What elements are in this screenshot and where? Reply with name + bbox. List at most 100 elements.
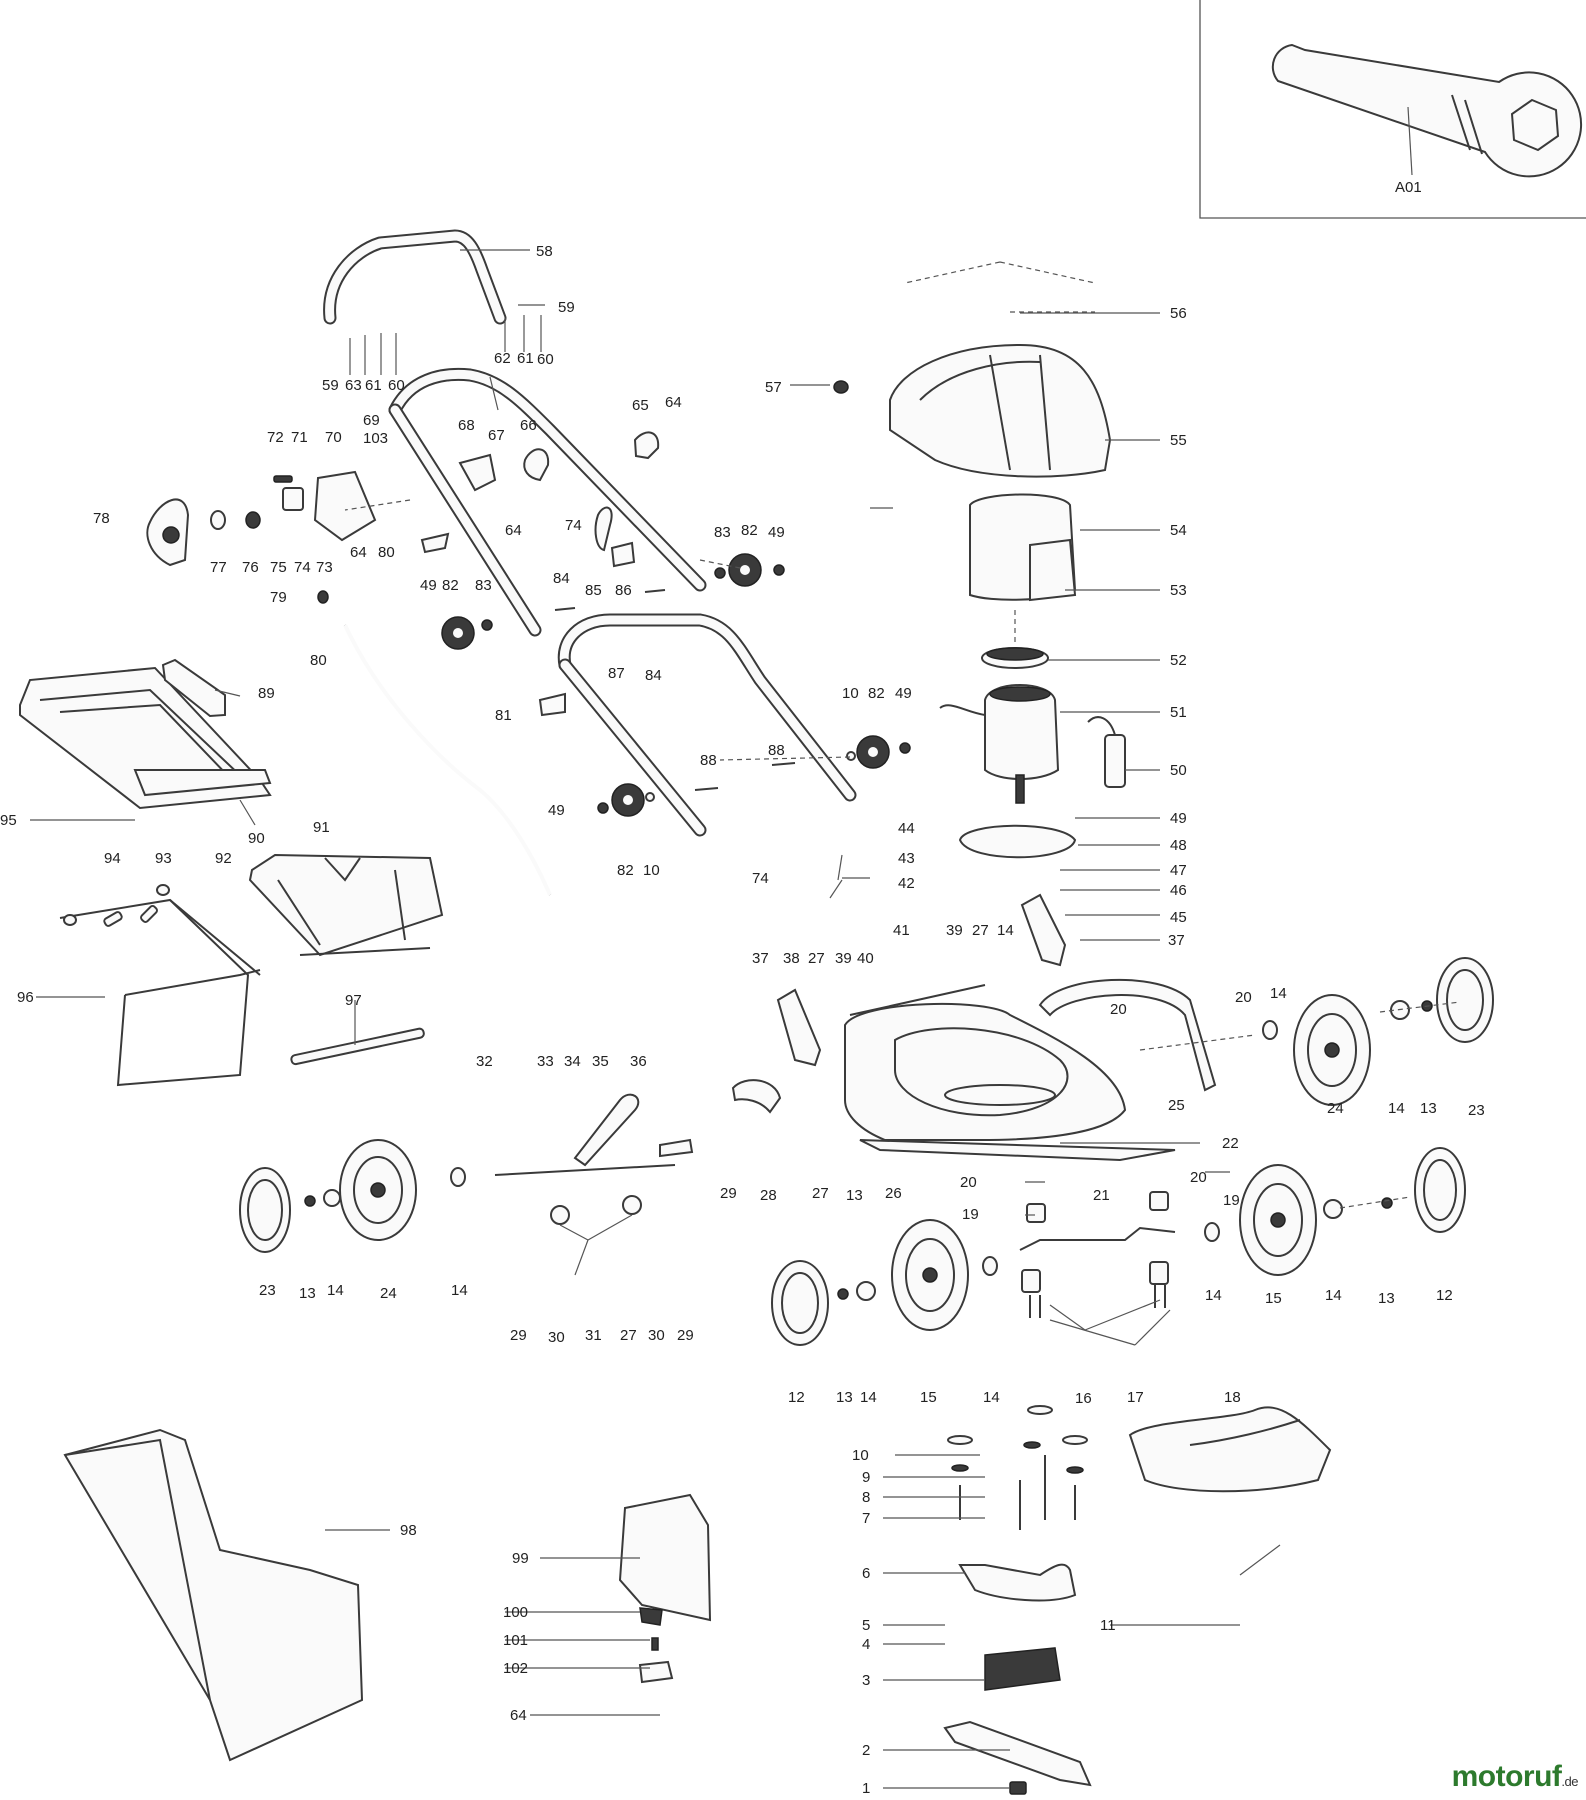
brand-name: motoruf	[1451, 1760, 1562, 1793]
label-61b: 61	[517, 350, 534, 367]
label-14d: 14	[983, 1389, 1000, 1406]
label-74a: 74	[294, 559, 311, 576]
label-29b: 29	[510, 1327, 527, 1344]
label-10a: 10	[852, 1447, 869, 1464]
label-82b: 82	[741, 522, 758, 539]
label-52: 52	[1170, 652, 1187, 669]
label-82a: 82	[442, 577, 459, 594]
label-5: 5	[862, 1617, 870, 1634]
label-29c: 29	[677, 1327, 694, 1344]
label-21: 21	[1093, 1187, 1110, 1204]
label-14c: 14	[860, 1389, 877, 1406]
label-27d: 27	[620, 1327, 637, 1344]
label-34: 34	[564, 1053, 581, 1070]
label-36: 36	[630, 1053, 647, 1070]
blade-assembly	[943, 1405, 1092, 1795]
motor-assembly	[833, 343, 1217, 1092]
label-44: 44	[898, 820, 915, 837]
label-70: 70	[325, 429, 342, 446]
label-13e: 13	[846, 1187, 863, 1204]
label-24b: 24	[1327, 1100, 1344, 1117]
label-20d: 20	[1235, 989, 1252, 1006]
label-73: 73	[316, 559, 333, 576]
label-42: 42	[898, 875, 915, 892]
label-30b: 30	[648, 1327, 665, 1344]
label-80a: 80	[378, 544, 395, 561]
label-56: 56	[1170, 305, 1187, 322]
label-72: 72	[267, 429, 284, 446]
label-87: 87	[608, 665, 625, 682]
label-20b: 20	[1190, 1169, 1207, 1186]
label-79: 79	[270, 589, 287, 606]
label-84b: 84	[645, 667, 662, 684]
handle-assembly	[146, 229, 911, 896]
label-88a: 88	[768, 742, 785, 759]
label-80b: 80	[310, 652, 327, 669]
label-14g: 14	[1270, 985, 1287, 1002]
label-84a: 84	[553, 570, 570, 587]
label-83b: 83	[714, 524, 731, 541]
label-16: 16	[1075, 1390, 1092, 1407]
label-58: 58	[536, 243, 553, 260]
label-60a: 60	[388, 377, 405, 394]
label-14i: 14	[997, 922, 1014, 939]
label-19b: 19	[1223, 1192, 1240, 1209]
leader-lines	[30, 106, 1461, 1789]
label-30a: 30	[548, 1329, 565, 1346]
label-22: 22	[1222, 1135, 1239, 1152]
label-13a: 13	[299, 1285, 316, 1302]
label-98: 98	[400, 1522, 417, 1539]
label-83a: 83	[475, 577, 492, 594]
label-28: 28	[760, 1187, 777, 1204]
label-20c: 20	[1110, 1001, 1127, 1018]
label-2: 2	[862, 1742, 870, 1759]
label-68: 68	[458, 417, 475, 434]
label-81: 81	[495, 707, 512, 724]
label-100: 100	[503, 1604, 528, 1621]
label-7: 7	[862, 1510, 870, 1527]
label-A01: A01	[1395, 179, 1422, 196]
label-64a: 64	[665, 394, 682, 411]
label-13d: 13	[1420, 1100, 1437, 1117]
label-17: 17	[1127, 1389, 1144, 1406]
label-14f: 14	[1325, 1287, 1342, 1304]
label-1: 1	[862, 1780, 870, 1797]
label-27c: 27	[972, 922, 989, 939]
label-49c: 49	[420, 577, 437, 594]
part-labels: A01 1 2 3 4 5 6 7 8 9 10 10 10 11 12 12 …	[0, 179, 1485, 1797]
label-60b: 60	[537, 351, 554, 368]
label-91: 91	[313, 819, 330, 836]
label-35: 35	[592, 1053, 609, 1070]
label-37b: 37	[1168, 932, 1185, 949]
label-93: 93	[155, 850, 172, 867]
label-23b: 23	[1468, 1102, 1485, 1119]
label-47: 47	[1170, 862, 1187, 879]
label-6: 6	[862, 1565, 870, 1582]
label-12b: 12	[1436, 1287, 1453, 1304]
brand-logo: motoruf.de	[1451, 1760, 1579, 1794]
label-59a: 59	[558, 299, 575, 316]
label-39b: 39	[946, 922, 963, 939]
label-55: 55	[1170, 432, 1187, 449]
label-49e: 49	[548, 802, 565, 819]
label-51: 51	[1170, 704, 1187, 721]
label-24a: 24	[380, 1285, 397, 1302]
label-76: 76	[242, 559, 259, 576]
label-85: 85	[585, 582, 602, 599]
label-27a: 27	[812, 1185, 829, 1202]
label-65: 65	[632, 397, 649, 414]
label-14b: 14	[451, 1282, 468, 1299]
label-32: 32	[476, 1053, 493, 1070]
label-27b: 27	[808, 950, 825, 967]
label-64b: 64	[505, 522, 522, 539]
label-97: 97	[345, 992, 362, 1009]
label-29a: 29	[720, 1185, 737, 1202]
label-23a: 23	[259, 1282, 276, 1299]
label-64c: 64	[350, 544, 367, 561]
label-78: 78	[93, 510, 110, 527]
label-102: 102	[503, 1660, 528, 1677]
label-64d: 64	[510, 1707, 527, 1724]
label-90: 90	[248, 830, 265, 847]
label-15b: 15	[1265, 1290, 1282, 1307]
label-41: 41	[893, 922, 910, 939]
